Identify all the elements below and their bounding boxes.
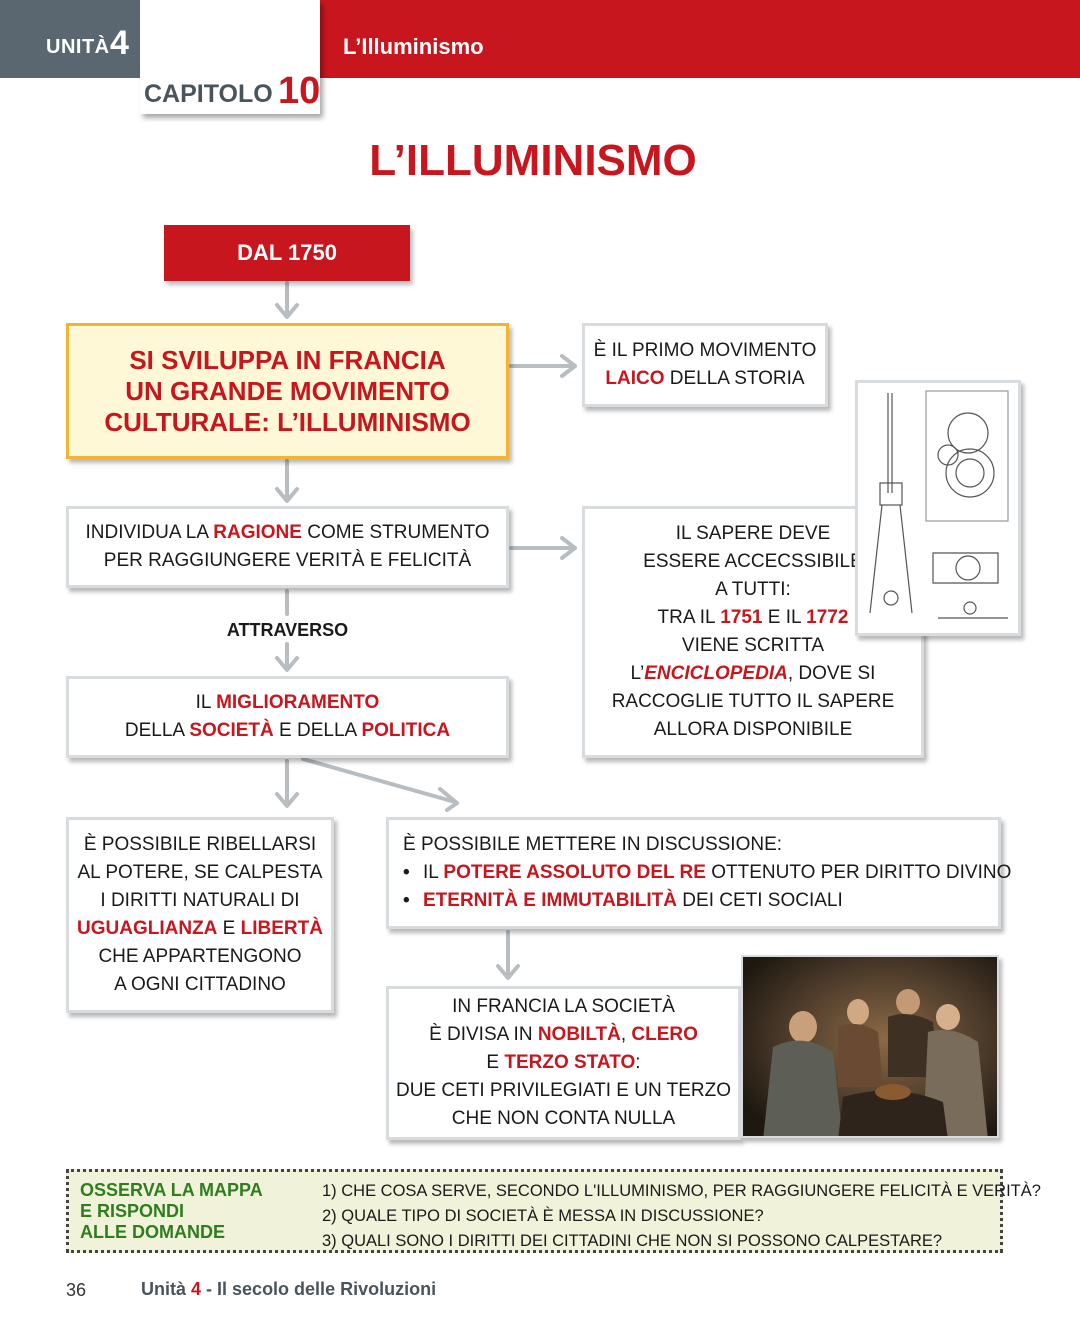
ribel-line: È POSSIBILE RIBELLARSI <box>83 834 317 855</box>
francia-line: CHE NON CONTA NULLA <box>451 1108 676 1129</box>
discussione-box: È POSSIBILE METTERE IN DISCUSSIONE: •IL … <box>386 817 1011 929</box>
enc-line-years: TRA IL 1751 E IL 1772 <box>657 607 849 628</box>
peasant-family-painting <box>741 955 999 1138</box>
arrow-1750-main <box>275 281 299 319</box>
ragione-line-2: PER RAGGIUNGERE VERITÀ E FELICITÀ <box>103 550 472 571</box>
migl-line-1: IL MIGLIORAMENTO <box>195 692 380 713</box>
miglioramento-box: IL MIGLIORAMENTO DELLA SOCIETÀ E DELLA P… <box>66 676 509 758</box>
questions-label-line: OSSERVA LA MAPPA <box>80 1180 263 1200</box>
enc-line: VIENE SCRITTA <box>681 635 825 656</box>
main-concept-box: SI SVILUPPA IN FRANCIA UN GRANDE MOVIMEN… <box>66 323 509 459</box>
ribel-line: I DIRITTI NATURALI DI <box>100 890 300 911</box>
arrow-main-laico <box>509 354 577 378</box>
questions-list: 1) CHE COSA SERVE, SECONDO L'ILLUMINISMO… <box>322 1179 1041 1254</box>
chapter-label: CAPITOLO <box>144 80 273 108</box>
encyclopedia-plate-illustration <box>855 380 1021 636</box>
main-line-2: UN GRANDE MOVIMENTO <box>125 375 450 406</box>
start-label: DAL 1750 <box>237 240 337 265</box>
ragione-box: INDIVIDUA LA RAGIONE COME STRUMENTO PER … <box>66 506 509 588</box>
francia-line: IN FRANCIA LA SOCIETÀ <box>452 996 675 1017</box>
disc-bullet-1: •IL POTERE ASSOLUTO DEL RE OTTENUTO PER … <box>403 862 1012 883</box>
header-bar <box>320 0 1080 78</box>
unit-label: UNITÀ <box>46 36 110 58</box>
enc-line: ESSERE ACCECSSIBILE <box>643 551 863 572</box>
questions-label-line: E RISPONDI <box>80 1201 185 1221</box>
page-number: 36 <box>66 1280 87 1300</box>
ribel-line: CHE APPARTENGONO <box>98 946 302 967</box>
arrow-disc-francia <box>496 930 520 980</box>
main-line-1: SI SVILUPPA IN FRANCIA <box>129 344 446 375</box>
questions-label: OSSERVA LA MAPPA E RISPONDI ALLE DOMANDE <box>80 1180 263 1243</box>
painting-drawing <box>743 957 997 1136</box>
chapter-tab: CAPITOLO 10 <box>140 0 320 114</box>
start-box: DAL 1750 <box>164 225 410 281</box>
attraverso-label: ATTRAVERSO <box>226 620 349 640</box>
ribel-line: AL POTERE, SE CALPESTA <box>77 862 323 883</box>
migl-line-2: DELLA SOCIETÀ E DELLA POLITICA <box>124 720 451 741</box>
enc-line: A TUTTI: <box>715 579 791 600</box>
disc-bullet-2: •ETERNITÀ E IMMUTABILITÀ DEI CETI SOCIAL… <box>403 890 843 911</box>
ribellarsi-box: È POSSIBILE RIBELLARSI AL POTERE, SE CAL… <box>66 817 334 1013</box>
footer-unit-title: Unità 4 - Il secolo delle Rivoluzioni <box>141 1279 437 1299</box>
ribel-line: A OGNI CITTADINO <box>114 974 286 995</box>
laico-box: È IL PRIMO MOVIMENTO LAICO DELLA STORIA <box>582 323 828 407</box>
encyclopedia-plate-drawing <box>869 390 1009 619</box>
francia-line-terzo: E TERZO STATO: <box>486 1052 641 1073</box>
question-3: 3) QUALI SONO I DIRITTI DEI CITTADINI CH… <box>322 1232 943 1250</box>
disc-intro: È POSSIBILE METTERE IN DISCUSSIONE: <box>403 834 783 855</box>
questions-box: OSSERVA LA MAPPA E RISPONDI ALLE DOMANDE… <box>66 1169 1041 1253</box>
enc-line: ALLORA DISPONIBILE <box>653 719 853 740</box>
arrow-migl-ribel <box>275 759 299 808</box>
francia-line-ceti: È DIVISA IN NOBILTÀ, CLERO <box>429 1024 698 1045</box>
francia-line: DUE CETI PRIVILEGIATI E UN TERZO <box>395 1080 731 1101</box>
enc-line: IL SAPERE DEVE <box>675 523 831 544</box>
arrow-migl-disc <box>301 757 459 812</box>
main-line-3: CULTURALE: L’ILLUMINISMO <box>104 406 471 437</box>
page-title: L’ILLUMINISMO <box>369 136 697 185</box>
ribel-line-rights: UGUAGLIANZA E LIBERTÀ <box>77 918 323 939</box>
francia-box: IN FRANCIA LA SOCIETÀ È DIVISA IN NOBILT… <box>386 986 741 1140</box>
enc-line-title: L’ENCICLOPEDIA, DOVE SI <box>630 663 876 684</box>
arrow-main-ragione <box>275 459 299 503</box>
ragione-line-1: INDIVIDUA LA RAGIONE COME STRUMENTO <box>85 522 490 543</box>
section-title: L’Illuminismo <box>343 34 484 59</box>
chapter-number: 10 <box>278 70 321 112</box>
unit-tab: UNITÀ 4 <box>0 0 140 78</box>
laico-line-2: LAICO DELLA STORIA <box>605 368 805 389</box>
question-1: 1) CHE COSA SERVE, SECONDO L'ILLUMINISMO… <box>322 1182 1041 1200</box>
enciclopedia-box: IL SAPERE DEVE ESSERE ACCECSSIBILE A TUT… <box>582 506 924 758</box>
enc-line: RACCOGLIE TUTTO IL SAPERE <box>611 691 895 712</box>
laico-line-1: È IL PRIMO MOVIMENTO <box>593 340 817 361</box>
arrow-attraverso-migl <box>275 642 299 672</box>
arrow-ragione-enc <box>509 536 577 560</box>
questions-label-line: ALLE DOMANDE <box>80 1222 225 1242</box>
question-2: 2) QUALE TIPO DI SOCIETÀ È MESSA IN DISC… <box>322 1207 764 1225</box>
unit-number: 4 <box>110 24 129 62</box>
